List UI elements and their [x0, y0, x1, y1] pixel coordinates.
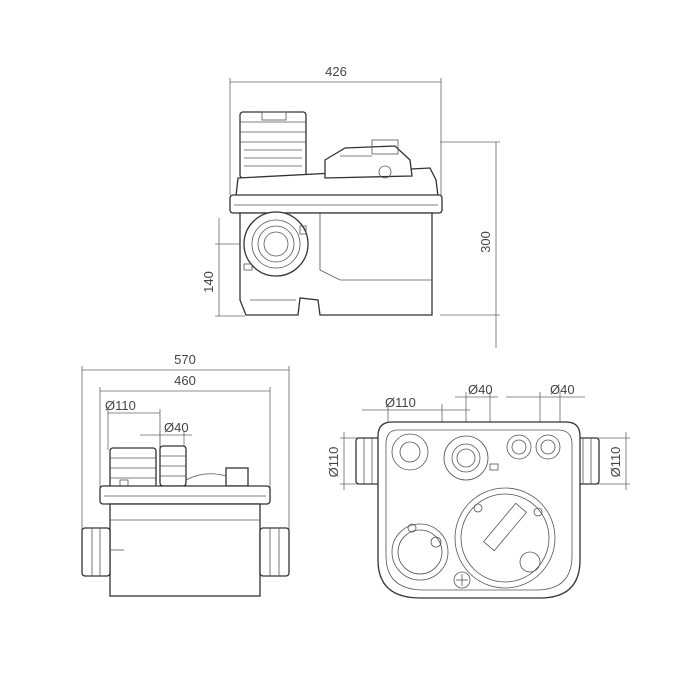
width-426-label: 426: [325, 64, 347, 79]
plan-inlet-40-label-2: Ø40: [550, 382, 575, 397]
plan-left-110-label: Ø110: [326, 447, 341, 478]
plan-inlet-110-label: Ø110: [385, 395, 416, 410]
front-elevation-view: 570 460 Ø110 Ø40: [81, 352, 290, 597]
height-300-label: 300: [478, 231, 493, 253]
width-460-label: 460: [174, 373, 196, 388]
plan-inlet-40-label-1: Ø40: [468, 382, 493, 397]
plan-view: Ø110 Ø40 Ø40 Ø110 Ø110: [326, 382, 630, 599]
side-elevation-view: 426 300 140: [201, 64, 500, 348]
front-inlet-110-label: Ø110: [105, 398, 136, 413]
plan-right-110-label: Ø110: [608, 447, 623, 478]
width-570-label: 570: [174, 352, 196, 367]
front-inlet-40-label: Ø40: [164, 420, 189, 435]
height-140-label: 140: [201, 271, 216, 293]
